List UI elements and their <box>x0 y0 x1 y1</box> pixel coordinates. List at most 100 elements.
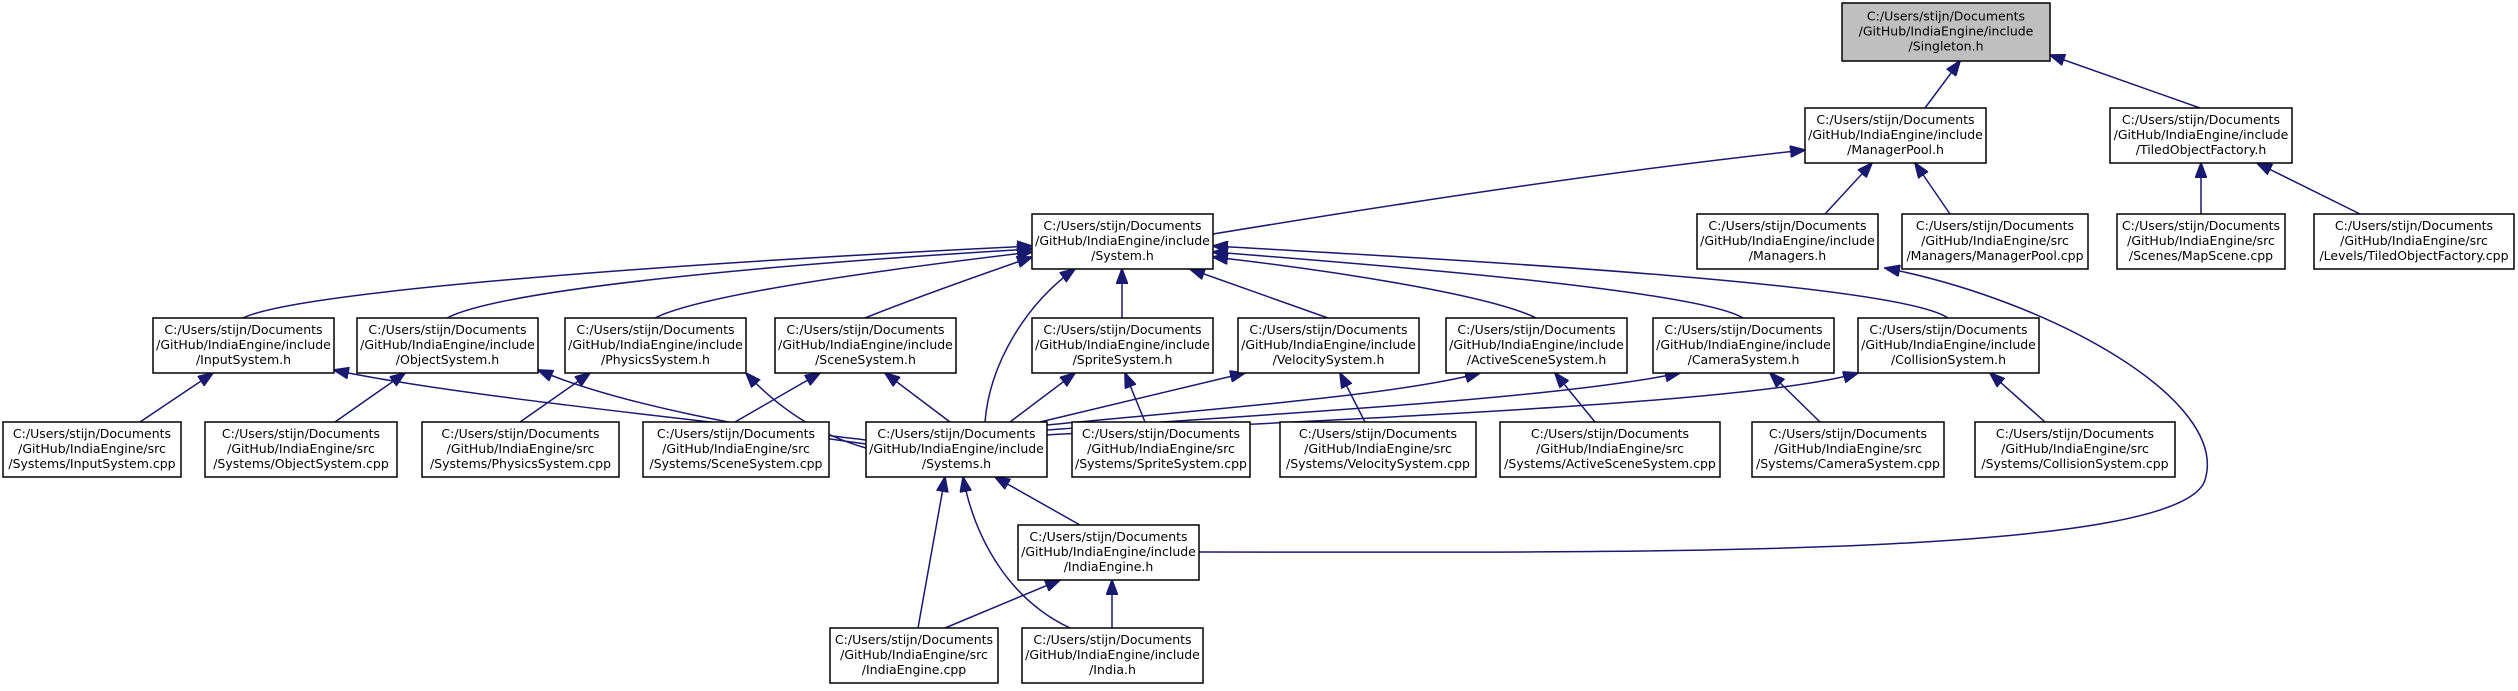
node-box <box>2 421 182 478</box>
node-box <box>829 627 999 684</box>
node-label-line: /GitHub/IndiaEngine/include <box>1035 337 1210 352</box>
node-camera-cpp[interactable]: C:/Users/stijn/Documents/GitHub/IndiaEng… <box>1751 421 1945 478</box>
node-label-line: C:/Users/stijn/Documents <box>222 426 380 441</box>
edge-sprite-cpp-to-sprite-h <box>1125 373 1146 423</box>
node-activescene-h[interactable]: C:/Users/stijn/Documents/GitHub/IndiaEng… <box>1445 317 1628 374</box>
node-label-line: /Scenes/MapScene.cpp <box>2129 248 2273 263</box>
edge-indiaengine-h-to-systems-h <box>995 477 1081 526</box>
node-collision-h[interactable]: C:/Users/stijn/Documents/GitHub/IndiaEng… <box>1857 317 2040 374</box>
node-label-line: /India.h <box>1089 662 1136 677</box>
node-indiaengine-cpp[interactable]: C:/Users/stijn/Documents/GitHub/IndiaEng… <box>829 627 999 684</box>
node-box <box>1499 421 1721 478</box>
node-indiaengine-h[interactable]: C:/Users/stijn/Documents/GitHub/IndiaEng… <box>1017 524 1200 581</box>
node-label-line: /Systems/VelocitySystem.cpp <box>1286 456 1470 471</box>
node-mapscene-cpp[interactable]: C:/Users/stijn/Documents/GitHub/IndiaEng… <box>2116 213 2286 270</box>
edge-systems-h-to-sprite-h <box>1009 373 1075 423</box>
node-sprite-h[interactable]: C:/Users/stijn/Documents/GitHub/IndiaEng… <box>1031 317 1214 374</box>
node-system-h[interactable]: C:/Users/stijn/Documents/GitHub/IndiaEng… <box>1031 213 1214 270</box>
node-label-line: /ActiveSceneSystem.h <box>1467 352 1607 367</box>
node-sprite-cpp[interactable]: C:/Users/stijn/Documents/GitHub/IndiaEng… <box>1071 421 1251 478</box>
node-label-line: C:/Users/stijn/Documents <box>1033 632 1191 647</box>
node-label-line: /CollisionSystem.h <box>1891 352 2006 367</box>
node-box <box>152 317 335 374</box>
node-label-line: /Systems/SceneSystem.cpp <box>650 456 823 471</box>
node-label-line: /System.h <box>1091 248 1154 263</box>
node-collision-cpp[interactable]: C:/Users/stijn/Documents/GitHub/IndiaEng… <box>1974 421 2176 478</box>
node-label-line: C:/Users/stijn/Documents <box>1029 529 1187 544</box>
node-label-line: C:/Users/stijn/Documents <box>368 322 526 337</box>
node-label-line: /CameraSystem.h <box>1688 352 1800 367</box>
edge-object-cpp-to-object-h <box>334 373 405 423</box>
node-camera-h[interactable]: C:/Users/stijn/Documents/GitHub/IndiaEng… <box>1652 317 1835 374</box>
node-input-h[interactable]: C:/Users/stijn/Documents/GitHub/IndiaEng… <box>152 317 335 374</box>
edge-velocity-cpp-to-velocity-h <box>1340 373 1366 423</box>
node-activescene-cpp[interactable]: C:/Users/stijn/Documents/GitHub/IndiaEng… <box>1499 421 1721 478</box>
node-managerpool-h[interactable]: C:/Users/stijn/Documents/GitHub/IndiaEng… <box>1804 107 1987 164</box>
node-physics-h[interactable]: C:/Users/stijn/Documents/GitHub/IndiaEng… <box>564 317 747 374</box>
node-tiledobj-cpp[interactable]: C:/Users/stijn/Documents/GitHub/IndiaEng… <box>2313 213 2515 270</box>
node-object-h[interactable]: C:/Users/stijn/Documents/GitHub/IndiaEng… <box>356 317 539 374</box>
node-tiledobj-h[interactable]: C:/Users/stijn/Documents/GitHub/IndiaEng… <box>2109 107 2293 164</box>
node-scene-cpp[interactable]: C:/Users/stijn/Documents/GitHub/IndiaEng… <box>642 421 830 478</box>
node-box <box>1279 421 1477 478</box>
node-label-line: /GitHub/IndiaEngine/include <box>568 337 743 352</box>
node-object-cpp[interactable]: C:/Users/stijn/Documents/GitHub/IndiaEng… <box>204 421 398 478</box>
node-box <box>1804 107 1987 164</box>
node-box <box>1841 2 2051 62</box>
node-label-line: /GitHub/IndiaEngine/src <box>1536 441 1684 456</box>
node-label-line: /GitHub/IndiaEngine/include <box>1035 233 1210 248</box>
node-box <box>2109 107 2293 164</box>
edge-physics-cpp-to-physics-h <box>519 373 590 423</box>
edge-systems-h-to-scene-h <box>885 373 951 423</box>
node-velocity-h[interactable]: C:/Users/stijn/Documents/GitHub/IndiaEng… <box>1237 317 1420 374</box>
node-managerpool-cpp[interactable]: C:/Users/stijn/Documents/GitHub/IndiaEng… <box>1901 213 2089 270</box>
node-box <box>1696 213 1879 270</box>
node-label-line: C:/Users/stijn/Documents <box>576 322 734 337</box>
node-box <box>774 317 957 374</box>
node-velocity-cpp[interactable]: C:/Users/stijn/Documents/GitHub/IndiaEng… <box>1279 421 1477 478</box>
edge-velocity-h-to-system-h <box>1190 269 1329 319</box>
edge-object-h-to-system-h <box>446 249 1032 319</box>
node-systems-h[interactable]: C:/Users/stijn/Documents/GitHub/IndiaEng… <box>865 421 1048 478</box>
edge-indiaengine-cpp-to-systems-h <box>917 477 945 629</box>
edge-scene-cpp-to-scene-h <box>734 373 820 423</box>
edge-tiledobj-h-to-singleton <box>2050 55 2201 109</box>
node-box <box>1071 421 1251 478</box>
node-label-line: /Managers.h <box>1749 248 1826 263</box>
node-label-line: /GitHub/IndiaEngine/src <box>1087 441 1235 456</box>
node-label-line: C:/Users/stijn/Documents <box>1769 426 1927 441</box>
edge-systems-h-to-system-h <box>984 269 1075 423</box>
node-box <box>1031 213 1214 270</box>
node-scene-h[interactable]: C:/Users/stijn/Documents/GitHub/IndiaEng… <box>774 317 957 374</box>
node-label-line: C:/Users/stijn/Documents <box>1996 426 2154 441</box>
node-label-line: C:/Users/stijn/Documents <box>2122 218 2280 233</box>
edge-managerpool-h-to-singleton <box>1924 61 1960 109</box>
edge-input-cpp-to-input-h <box>139 373 213 423</box>
node-managers-h[interactable]: C:/Users/stijn/Documents/GitHub/IndiaEng… <box>1696 213 1879 270</box>
node-box <box>2116 213 2286 270</box>
node-label-line: /GitHub/IndiaEngine/src <box>840 647 988 662</box>
node-label-line: C:/Users/stijn/Documents <box>1531 426 1689 441</box>
node-label-line: /Systems/ObjectSystem.cpp <box>213 456 389 471</box>
node-label-line: /GitHub/IndiaEngine/include <box>156 337 331 352</box>
node-label-line: /GitHub/IndiaEngine/include <box>1241 337 1416 352</box>
edge-systems-h-to-physics-h <box>746 373 867 449</box>
edge-tiledobj-cpp-to-tiledobj-h <box>2257 163 2361 215</box>
node-label-line: /GitHub/IndiaEngine/src <box>1774 441 1922 456</box>
node-input-cpp[interactable]: C:/Users/stijn/Documents/GitHub/IndiaEng… <box>2 421 182 478</box>
node-label-line: /Managers/ManagerPool.cpp <box>1906 248 2083 263</box>
node-physics-cpp[interactable]: C:/Users/stijn/Documents/GitHub/IndiaEng… <box>421 421 620 478</box>
node-singleton[interactable]: C:/Users/stijn/Documents/GitHub/IndiaEng… <box>1841 2 2051 62</box>
node-label-line: /GitHub/IndiaEngine/src <box>2127 233 2275 248</box>
node-label-line: /Singleton.h <box>1908 39 1983 54</box>
node-label-line: C:/Users/stijn/Documents <box>1249 322 1407 337</box>
node-label-line: /GitHub/IndiaEngine/src <box>2340 233 2488 248</box>
node-box <box>1031 317 1214 374</box>
edge-india-h-to-systems-h <box>963 477 1071 629</box>
node-box <box>1237 317 1420 374</box>
node-label-line: /Systems/InputSystem.cpp <box>8 456 175 471</box>
node-india-h[interactable]: C:/Users/stijn/Documents/GitHub/IndiaEng… <box>1021 627 1204 684</box>
node-label-line: /Systems/CameraSystem.cpp <box>1756 456 1940 471</box>
